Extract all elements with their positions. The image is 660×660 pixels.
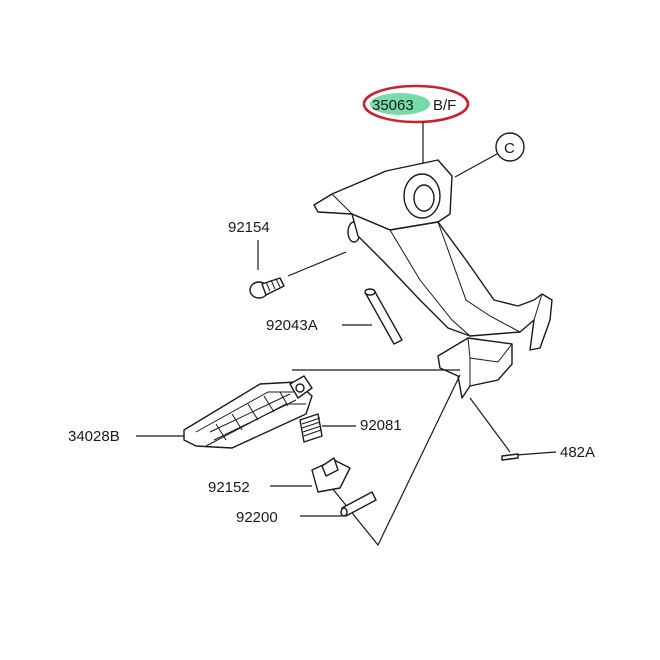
callout-bolt: 92154 [228,219,270,236]
leader-lower-assembly [331,374,461,547]
ref-circle-c-label: C [504,140,515,157]
callout-cotter: 482A [560,444,595,461]
callout-ball: 92152 [208,479,250,496]
bolt-axis-line [287,251,347,277]
leader-cotter [515,451,557,456]
footpeg-part [183,375,313,449]
leader-cotter-axis [469,397,511,453]
footpeg-bracket [313,159,553,399]
callout-pin: 92043A [266,317,318,334]
callout-footpeg: 34028B [68,428,120,445]
ball-part [311,457,351,493]
pin-part [364,288,403,345]
leader-ref-c [454,153,498,178]
callout-spring-pin: 92200 [236,509,278,526]
red-circle-highlight [362,84,470,124]
callout-bracket-number: 35063 [372,97,414,114]
bolt-part [249,277,285,299]
spring-pin-part [340,491,377,517]
callout-bracket-suffix: B/F [433,97,456,114]
spring-part [299,413,323,443]
ref-circle-c [495,132,525,162]
cotter-part [501,453,519,461]
callout-spring: 92081 [360,417,402,434]
green-marker-highlight [370,93,430,115]
